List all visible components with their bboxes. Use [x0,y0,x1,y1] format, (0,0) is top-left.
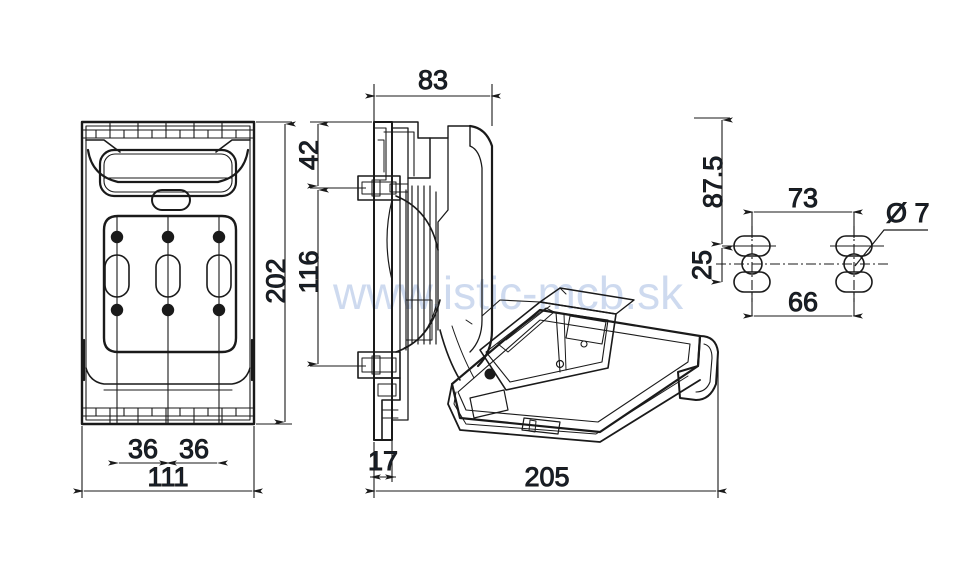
side-view-tilted-lid [439,287,719,443]
dimension-25-label: 25 [687,250,717,280]
dimension-116-label: 116 [294,250,324,293]
dimension-111: 111 [73,426,263,498]
dimension-66: 66 [743,287,863,319]
dimension-36-left: 36 [108,434,177,466]
dimension-42-label: 42 [294,140,324,170]
hole-pattern-centerlines [716,226,890,302]
front-view-hole-centerlines [116,215,220,425]
dimension-73-label: 73 [788,183,818,213]
dimension-36-right-label: 36 [179,434,209,464]
dimension-111-label: 111 [147,462,188,492]
hole-pattern-dimensions: 87.5 25 73 66 [687,117,930,319]
front-view-top-ribs [81,121,255,139]
dimension-202: 202 [256,121,296,425]
hole-pattern-detail [716,226,890,302]
side-view-bottom-plinth [373,377,401,441]
front-view-fixing-holes-bottom [110,303,226,317]
dimension-205-label: 205 [524,462,569,492]
front-view-fixing-holes-top [110,230,226,244]
dimension-83-label: 83 [418,65,448,95]
side-view-internal-fins [399,185,437,353]
front-view-slot-knockouts [104,254,232,298]
dimension-42: 42 [294,121,372,189]
dimension-25: 25 [687,245,733,285]
dimension-87-5-label: 87.5 [698,156,728,209]
dimension-205: 205 [365,352,727,498]
front-view-inner-body [85,125,251,421]
dimension-73: 73 [743,183,863,238]
dimension-diameter-7-label: Ø 7 [886,198,930,228]
side-view [345,121,719,443]
dimension-202-label: 202 [261,258,291,303]
front-view-indicator-oval [151,189,191,211]
front-view-handle [86,148,250,198]
dimension-17: 17 [367,402,399,498]
front-view-top-shoulder [85,139,251,153]
dimension-diameter-7: Ø 7 [854,198,930,267]
front-view-mounting-plate [102,214,238,354]
dimension-83: 83 [365,65,501,126]
side-view-upper-hinge [345,175,409,201]
side-view-outer-shell [437,124,494,368]
front-view-dimensions: 202 111 36 36 [73,121,296,498]
front-view-lower-panel [85,367,251,391]
side-view-curved-arcs [386,195,441,353]
dimension-36-right: 36 [159,434,228,466]
dimension-87-5: 87.5 [694,117,733,247]
front-view-side-rails [82,338,254,382]
dimension-17-label: 17 [368,446,398,476]
side-view-dimensions: 83 42 116 17 [294,65,727,498]
side-view-top-cap [373,121,471,179]
watermark-label: www.istic-mcb.sk [332,267,684,319]
front-view [80,120,256,426]
watermark: www.istic-mcb.sk [332,267,684,319]
dimension-36-left-label: 36 [128,434,158,464]
dimension-66-label: 66 [788,287,818,317]
dimension-116: 116 [294,187,366,367]
